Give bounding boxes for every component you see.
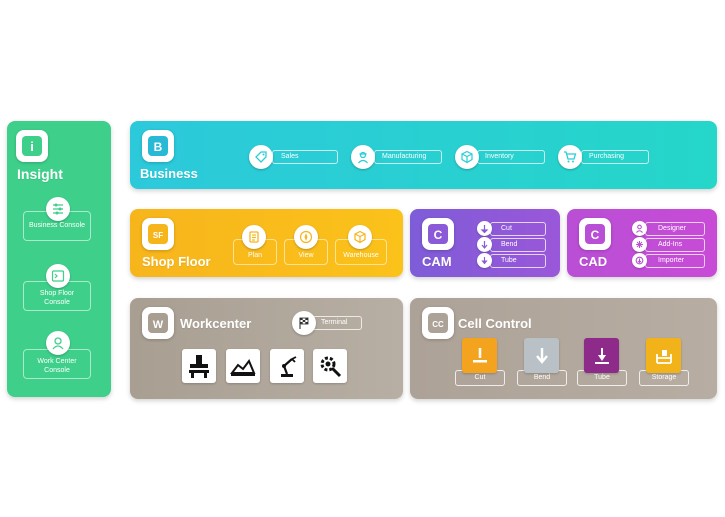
warehouse-label: Warehouse [343, 252, 379, 259]
manufacturing-link[interactable]: Manufacturing [374, 150, 442, 164]
svg-text:SF: SF [153, 231, 163, 240]
business-console-label: Business Console [28, 222, 86, 229]
svg-text:i: i [30, 139, 34, 154]
insight-panel: i Insight Business Console Shop Floor Co… [7, 121, 111, 397]
clipboard-icon [242, 225, 266, 249]
cad-addins-link[interactable]: Add-Ins [645, 238, 705, 252]
laser-icon[interactable] [462, 338, 497, 373]
business-title: Business [140, 166, 198, 181]
work-center-console-label: Work Center Console [37, 358, 77, 374]
cell-control-title: Cell Control [458, 316, 532, 331]
gear-person-icon [46, 331, 70, 355]
cell-control-panel: CC Cell Control Cut Bend Tube Storage [410, 298, 717, 399]
workcenter-logo[interactable]: W [142, 307, 174, 339]
settings-gear-icon[interactable] [313, 349, 347, 383]
cam-cut-link[interactable]: Cut [490, 222, 546, 236]
tube-icon [477, 253, 492, 268]
addins-icon [632, 237, 647, 252]
svg-text:C: C [434, 228, 443, 242]
cam-title: CAM [422, 254, 452, 269]
cad-logo[interactable]: C [579, 218, 611, 250]
cart-icon [558, 145, 582, 169]
business-panel: B Business Sales Manufacturing Inventory… [130, 121, 717, 189]
sliders-icon [46, 197, 70, 221]
flag-icon [292, 311, 316, 335]
cam-bend-link[interactable]: Bend [490, 238, 546, 252]
cam-logo[interactable]: C [422, 218, 454, 250]
cad-title: CAD [579, 254, 608, 269]
tag-icon [249, 145, 273, 169]
storage-icon[interactable] [646, 338, 681, 373]
shop-floor-logo[interactable]: SF [142, 218, 174, 250]
svg-text:CC: CC [432, 320, 444, 329]
tube-laser-icon[interactable] [584, 338, 619, 373]
cell-control-logo[interactable]: CC [422, 307, 454, 339]
bend-icon [477, 237, 492, 252]
cad-importer-link[interactable]: Importer [645, 254, 705, 268]
plan-label: Plan [247, 252, 262, 259]
cam-panel: C CAM Cut Bend Tube [410, 209, 560, 277]
importer-icon [632, 253, 647, 268]
bend-arrow-icon[interactable] [524, 338, 559, 373]
boxes-icon [455, 145, 479, 169]
terminal-icon [46, 264, 70, 288]
insight-title: Insight [17, 166, 63, 182]
svg-text:W: W [153, 319, 164, 331]
shop-floor-title: Shop Floor [142, 254, 211, 269]
shop-floor-console-label: Shop Floor Console [39, 290, 75, 306]
workcenter-panel: W Workcenter Terminal [130, 298, 403, 399]
cad-panel: C CAD Designer Add-Ins Importer [567, 209, 717, 277]
press-brake-icon[interactable] [182, 349, 216, 383]
cam-tube-link[interactable]: Tube [490, 254, 546, 268]
purchasing-link[interactable]: Purchasing [581, 150, 649, 164]
svg-text:C: C [591, 228, 600, 242]
sales-link[interactable]: Sales [272, 150, 338, 164]
cut-icon [477, 221, 492, 236]
workcenter-title: Workcenter [180, 316, 252, 331]
laser-cutter-icon[interactable] [226, 349, 260, 383]
business-logo[interactable]: B [142, 130, 174, 162]
svg-text:B: B [154, 140, 163, 154]
shop-floor-panel: SF Shop Floor Plan View Warehouse [130, 209, 403, 277]
insight-logo[interactable]: i [16, 130, 48, 162]
worker-icon [351, 145, 375, 169]
robot-arm-icon[interactable] [270, 349, 304, 383]
inventory-link[interactable]: Inventory [477, 150, 545, 164]
designer-icon [632, 221, 647, 236]
cad-designer-link[interactable]: Designer [645, 222, 705, 236]
view-label: View [298, 252, 314, 259]
warehouse-boxes-icon [348, 225, 372, 249]
compass-icon [294, 225, 318, 249]
